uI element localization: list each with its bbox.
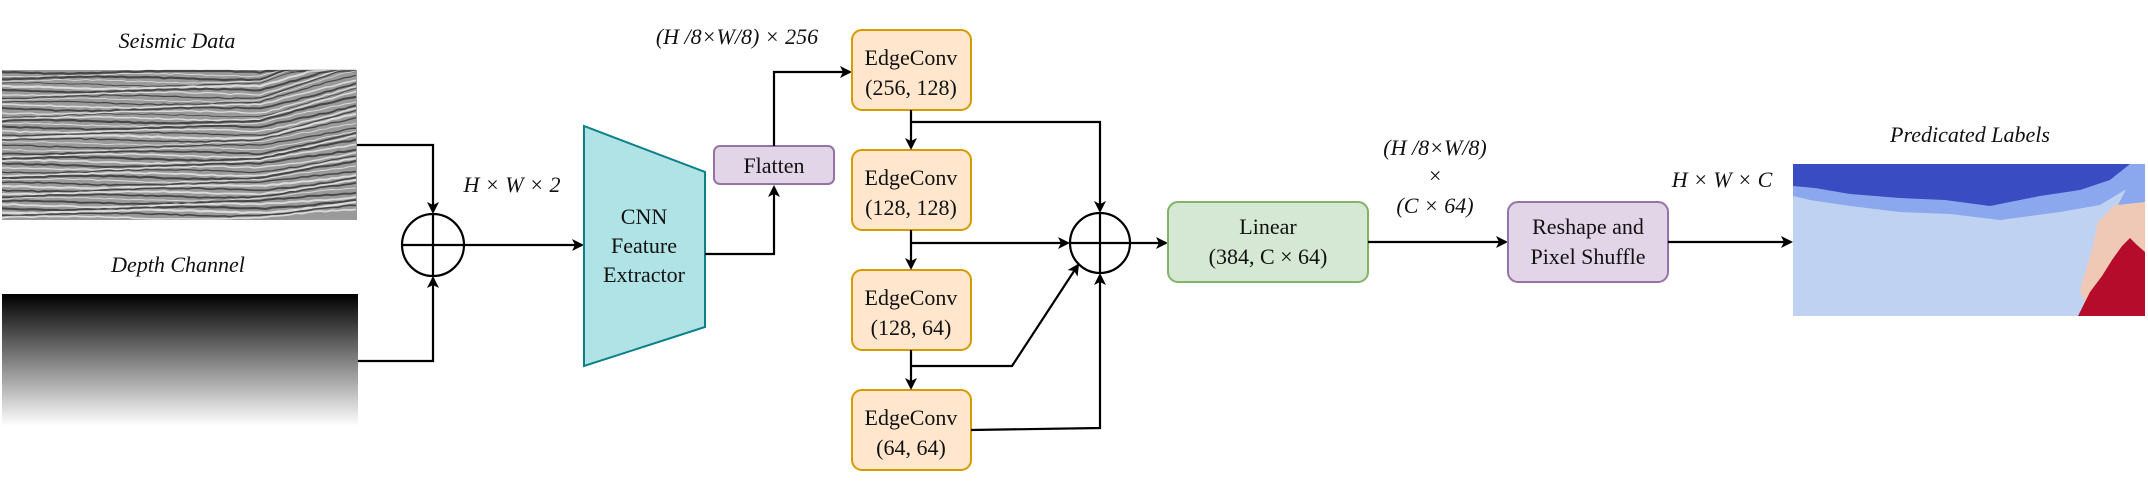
edgeconv4-to-sum-arrow (970, 273, 1106, 432)
flatten-label: Flatten (743, 153, 804, 178)
edgeconv-1-name: EdgeConv (865, 45, 958, 70)
edgeconv-2-name: EdgeConv (865, 165, 958, 190)
depth-image (2, 294, 358, 426)
concat-node (400, 212, 466, 278)
linear-dims-line1: (H /8×W/8) (1383, 135, 1486, 160)
depth-to-concat-arrow (358, 276, 439, 363)
edgeconv-block-2: EdgeConv (128, 128) (851, 149, 972, 231)
edgeconv1-to-sum-arrow (911, 120, 1106, 213)
reshape-block: Reshape and Pixel Shuffle (1507, 201, 1669, 283)
seismic-image (1, 69, 357, 220)
cnn-label-line2: Feature (611, 233, 677, 258)
reshape-label-line2: Pixel Shuffle (1530, 244, 1645, 269)
linear-params: (384, C × 64) (1209, 244, 1328, 269)
edgeconv-4-params: (64, 64) (876, 435, 946, 460)
cnn-to-flatten-arrow (705, 185, 780, 256)
edgeconv-3-params: (128, 64) (871, 315, 952, 340)
edgeconv-block-4: EdgeConv (64, 64) (851, 389, 972, 471)
reshape-label-line1: Reshape and (1532, 214, 1644, 239)
edgeconv3-to-sum-arrow (911, 263, 1080, 368)
edgeconv-2-params: (128, 128) (865, 195, 957, 220)
sum-node (1068, 211, 1132, 275)
edgeconv-block-3: EdgeConv (128, 64) (851, 269, 972, 351)
feature-dims-label: (H /8×W/8) × 256 (656, 24, 818, 49)
output-dims-label: H × W × C (1671, 167, 1773, 192)
linear-dims-line2: × (1428, 163, 1443, 188)
concat-dims-label: H × W × 2 (463, 172, 561, 197)
output-title: Predicated Labels (1889, 122, 2050, 147)
edgeconv-1-params: (256, 128) (865, 75, 957, 100)
linear-block: Linear (384, C × 64) (1167, 201, 1369, 283)
cnn-label-line3: Extractor (603, 262, 686, 287)
edgeconv-4-name: EdgeConv (865, 405, 958, 430)
linear-name: Linear (1239, 214, 1297, 239)
seismic-to-concat-arrow (357, 143, 439, 214)
linear-dims-line3: (C × 64) (1396, 193, 1473, 218)
seismic-title: Seismic Data (119, 28, 236, 53)
cnn-feature-extractor: CNN Feature Extractor (583, 124, 706, 368)
depth-title: Depth Channel (110, 252, 245, 277)
edgeconv-block-1: EdgeConv (256, 128) (851, 29, 972, 111)
cnn-label-line1: CNN (621, 204, 668, 229)
flatten-block: Flatten (713, 145, 835, 185)
predicted-labels-image (1793, 164, 2145, 316)
edgeconv-3-name: EdgeConv (865, 285, 958, 310)
flatten-to-edgeconv1-arrow (772, 66, 852, 146)
